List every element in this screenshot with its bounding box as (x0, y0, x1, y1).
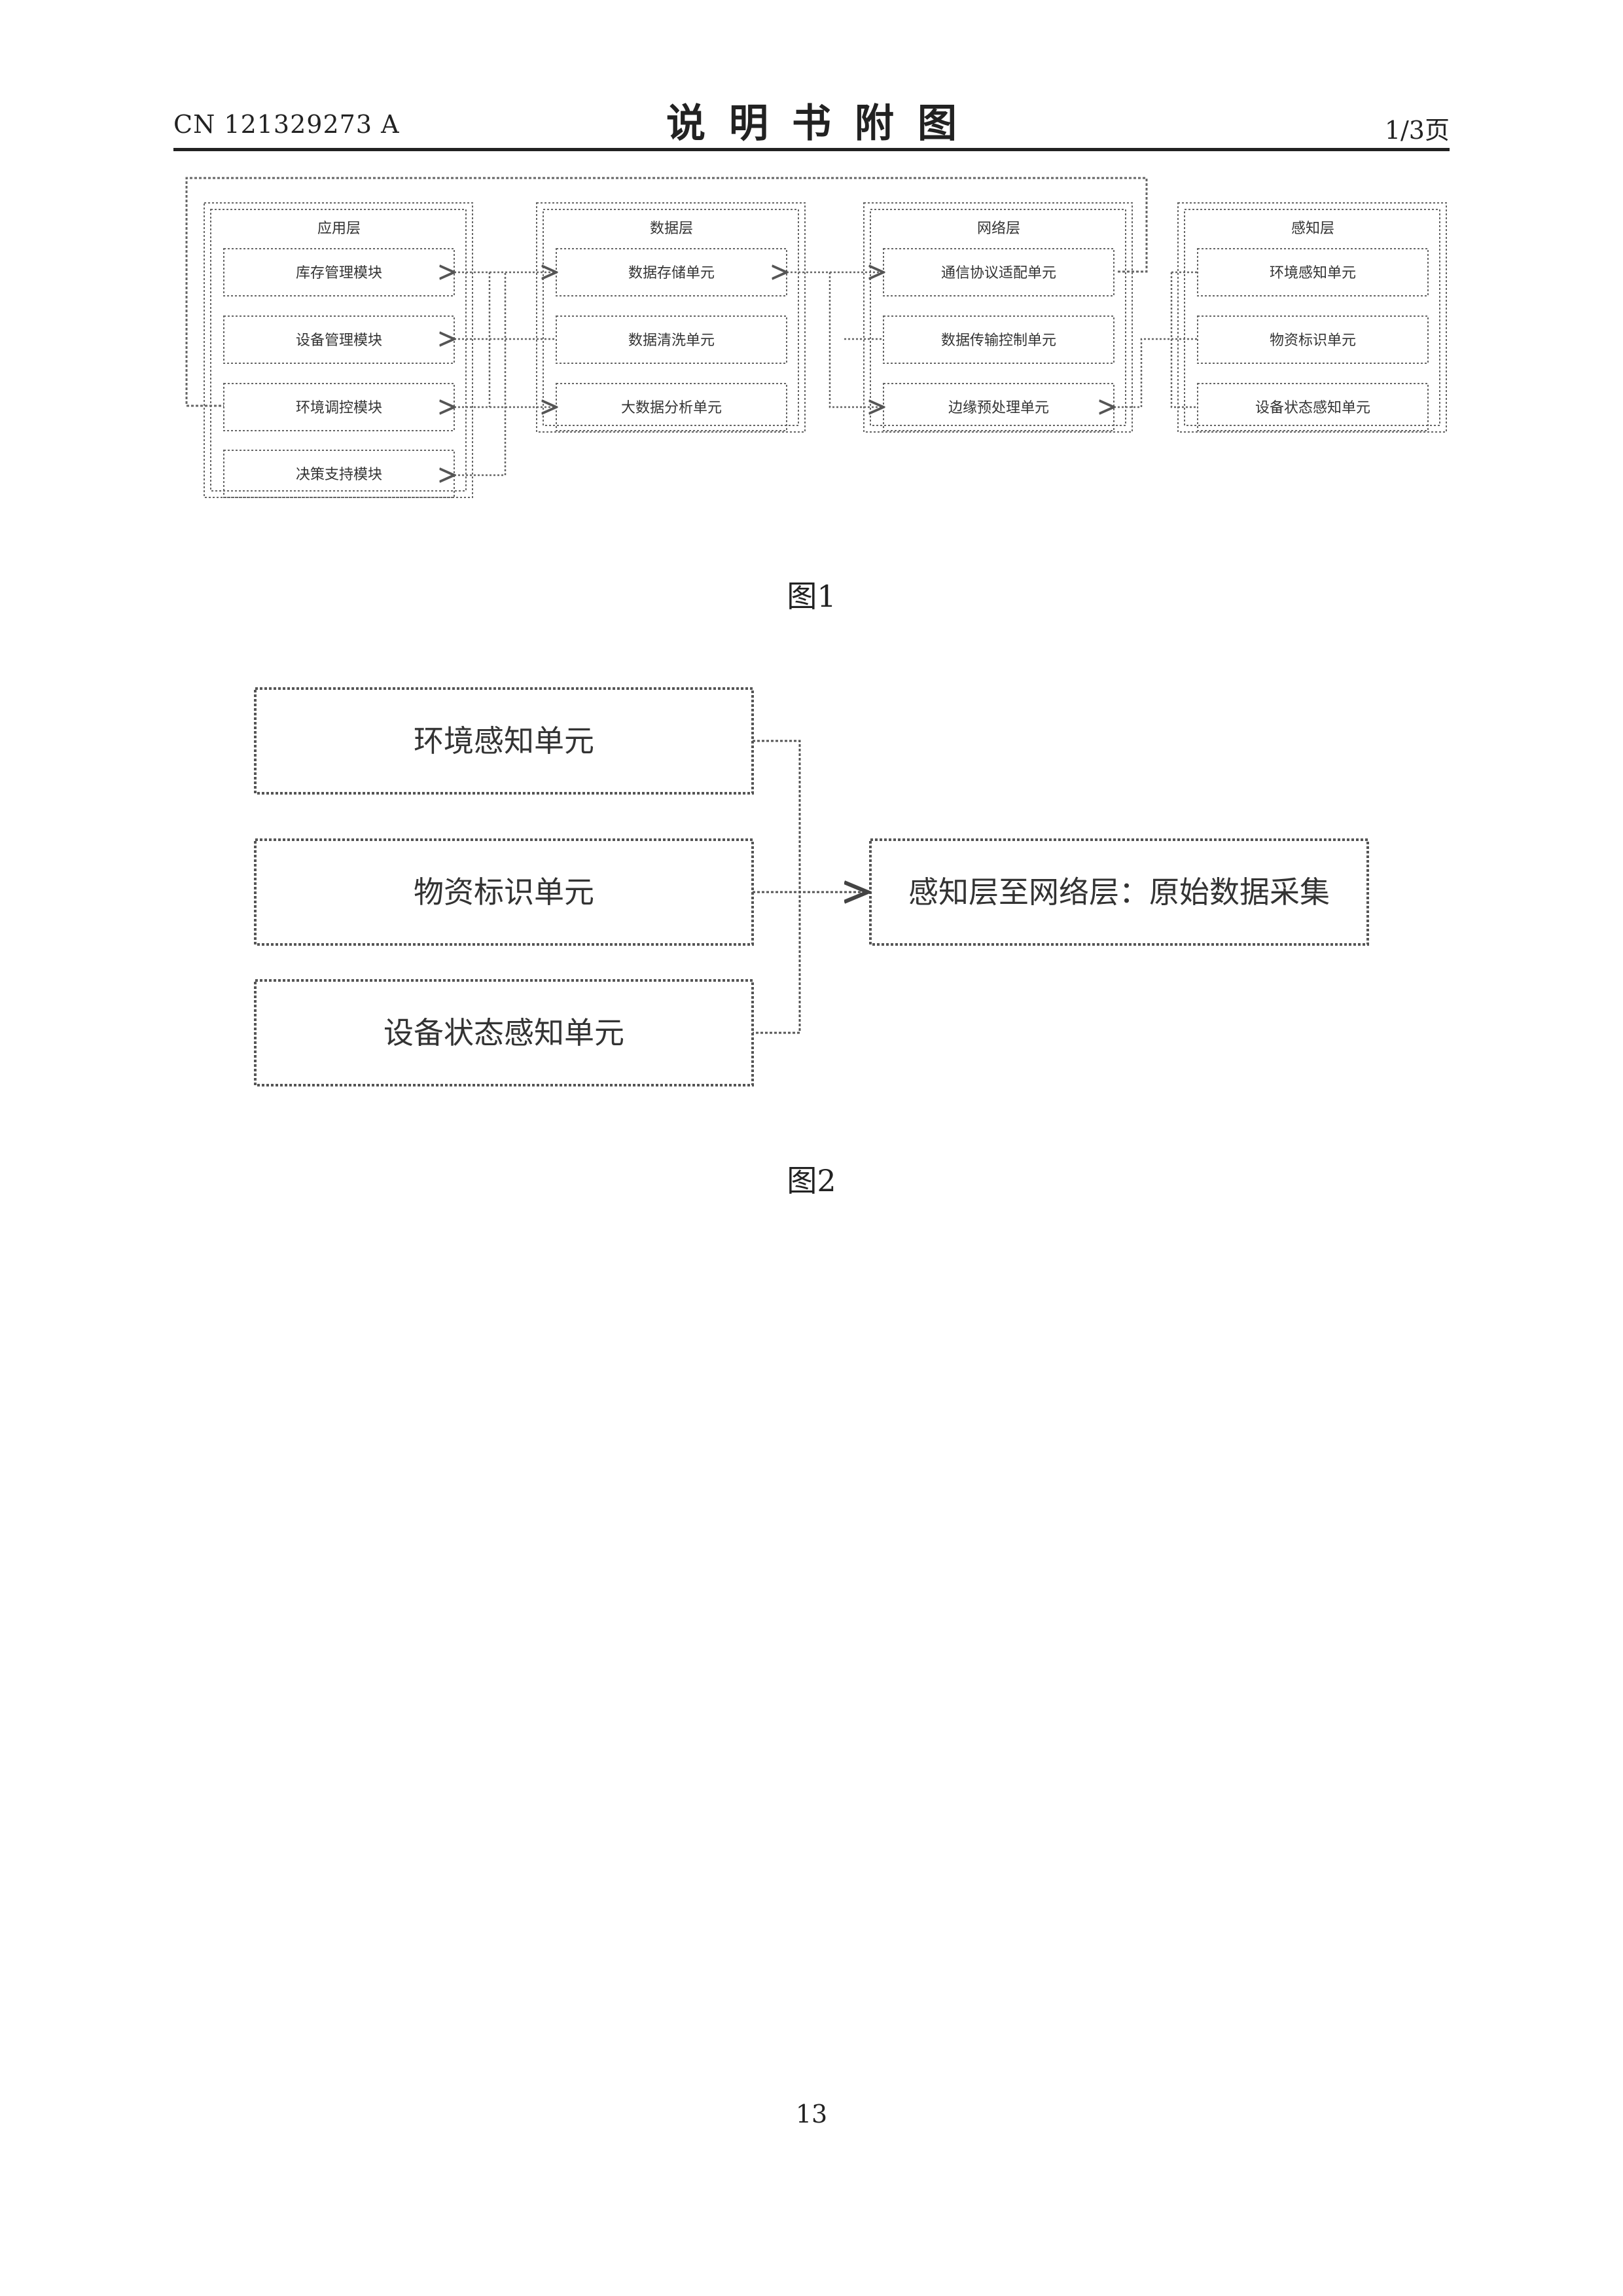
unit-label: 物资标识单元 (1270, 332, 1356, 349)
unit-label: 数据存储单元 (628, 265, 715, 281)
figure-1-caption: 图1 (0, 573, 1623, 616)
unit-label: 设备状态感知单元 (1255, 400, 1370, 416)
unit-label: 边缘预处理单元 (948, 400, 1049, 416)
feedback-connector (187, 178, 1147, 406)
input-label: 设备状态感知单元 (383, 1015, 624, 1050)
unit-label: 数据清洗单元 (628, 332, 715, 349)
figure-2-caption: 图2 (0, 1157, 1623, 1200)
group-network-container (864, 203, 1132, 432)
figure-1-diagram: 应用层库存管理模块设备管理模块环境调控模块决策支持模块 数据层数据存储单元数据清洗… (0, 170, 1623, 524)
unit-label: 环境感知单元 (1270, 265, 1356, 281)
unit-label: 设备管理模块 (296, 332, 382, 349)
group-application-container (204, 203, 473, 497)
group-label: 感知层 (1291, 221, 1334, 237)
figure-2-diagram: 环境感知单元 物资标识单元 设备状态感知单元 感知层至网络层：原始数据采集 (0, 681, 1623, 1100)
unit-label: 大数据分析单元 (621, 400, 722, 416)
group-label: 数据层 (650, 221, 693, 237)
page-number: 13 (0, 2100, 1623, 2128)
input-label: 环境感知单元 (414, 723, 594, 759)
group-perception-container (1178, 203, 1446, 432)
group-data-container (537, 203, 805, 432)
unit-label: 环境调控模块 (296, 400, 382, 416)
output-label: 感知层至网络层：原始数据采集 (908, 874, 1330, 910)
group-label: 网络层 (977, 221, 1020, 237)
unit-label: 决策支持模块 (296, 467, 382, 483)
header-rule (173, 148, 1450, 151)
group-label: 应用层 (317, 221, 361, 237)
input-label: 物资标识单元 (414, 874, 594, 910)
unit-label: 库存管理模块 (296, 265, 382, 281)
page-count: 1/3页 (1374, 110, 1450, 146)
merge-connector (753, 741, 800, 1033)
unit-label: 数据传输控制单元 (941, 332, 1056, 349)
unit-label: 通信协议适配单元 (941, 265, 1056, 281)
connector (454, 272, 505, 475)
